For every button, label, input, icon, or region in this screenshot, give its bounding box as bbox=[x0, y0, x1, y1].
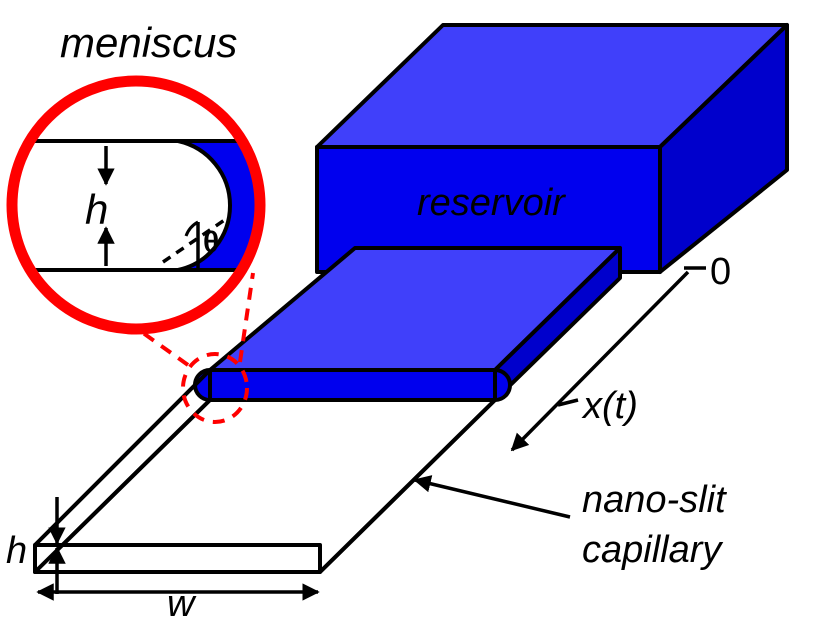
reservoir-front-face bbox=[315, 145, 662, 274]
callout-leader-left bbox=[106, 306, 190, 367]
height-dimension: h bbox=[6, 497, 72, 594]
capillary-left-upper-edge bbox=[33, 368, 212, 547]
inset-callout-leaders bbox=[106, 272, 255, 424]
capillary-front-thickness-face bbox=[33, 543, 322, 574]
slit-height-label: h bbox=[6, 530, 27, 572]
contact-angle-label: θ bbox=[203, 226, 219, 259]
capillary-slab bbox=[33, 246, 622, 574]
meniscus-title: meniscus bbox=[60, 19, 237, 66]
position-label: x(t) bbox=[581, 385, 638, 427]
axis-annotation: 0 x(t) bbox=[510, 251, 731, 452]
inset-ring bbox=[6, 75, 266, 335]
inset-meniscus-curve bbox=[177, 139, 232, 272]
width-label: w bbox=[167, 583, 197, 623]
inset-background bbox=[16, 85, 256, 325]
x-position-tick bbox=[557, 398, 579, 407]
callout-leader-right bbox=[238, 272, 255, 363]
meniscus-cap-right bbox=[493, 367, 512, 403]
origin-label: 0 bbox=[710, 251, 731, 293]
contact-angle-arc bbox=[184, 220, 199, 237]
capillary-callout: nano-slit capillary bbox=[413, 475, 727, 571]
reservoir-label: reservoir bbox=[417, 182, 566, 224]
inset-liquid-region bbox=[178, 141, 256, 270]
width-dimension: w bbox=[36, 583, 320, 623]
reservoir-block: reservoir bbox=[315, 23, 789, 274]
x-axis-arrow bbox=[510, 270, 690, 452]
inset-gap-label: h bbox=[85, 186, 108, 233]
capillary-right-edge bbox=[318, 398, 497, 574]
capillary-label-line2: capillary bbox=[582, 529, 723, 571]
capillary-leader-line bbox=[413, 475, 571, 519]
capillary-label-line1: nano-slit bbox=[582, 479, 727, 521]
callout-highlight-ellipse bbox=[181, 352, 249, 424]
inset-content: θ h bbox=[16, 85, 256, 325]
capillary-filled-band bbox=[208, 368, 497, 402]
meniscus-inset: θ h meniscus bbox=[6, 19, 266, 335]
contact-angle-tangent bbox=[162, 217, 227, 264]
